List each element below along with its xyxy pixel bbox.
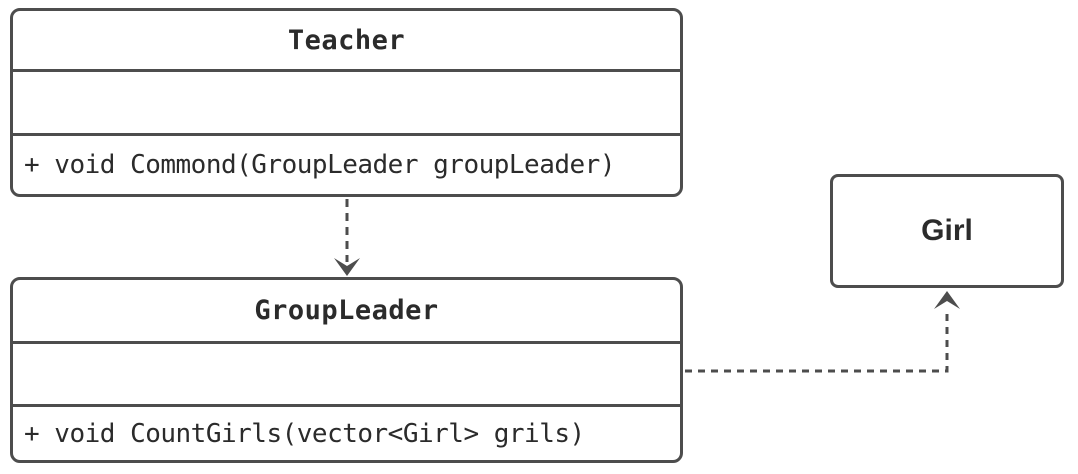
dependency-arrow-groupleader-to-girl [685, 291, 960, 373]
class-methods-teacher: + void Commond(GroupLeader groupLeader) [13, 133, 680, 194]
class-attributes-teacher [13, 69, 680, 133]
class-box-girl: Girl [830, 174, 1064, 288]
dependency-arrow-teacher-to-groupleader [334, 199, 360, 276]
class-box-teacher: Teacher + void Commond(GroupLeader group… [10, 8, 683, 197]
class-title-groupleader: GroupLeader [13, 280, 680, 341]
class-name-label: Teacher [287, 24, 406, 56]
class-box-groupleader: GroupLeader + void CountGirls(vector<Gir… [10, 277, 683, 463]
class-method-label: + void CountGirls(vector<Girl> grils) [24, 418, 585, 449]
class-attributes-groupleader [13, 341, 680, 404]
class-name-label: GroupLeader [254, 295, 439, 326]
arrowhead-down-icon [334, 258, 360, 276]
class-name-label: Girl [921, 214, 973, 247]
arrowhead-up-icon [934, 291, 960, 309]
class-title-teacher: Teacher [13, 11, 680, 69]
class-methods-groupleader: + void CountGirls(vector<Girl> grils) [13, 404, 680, 460]
class-method-label: + void Commond(GroupLeader groupLeader) [24, 150, 615, 180]
